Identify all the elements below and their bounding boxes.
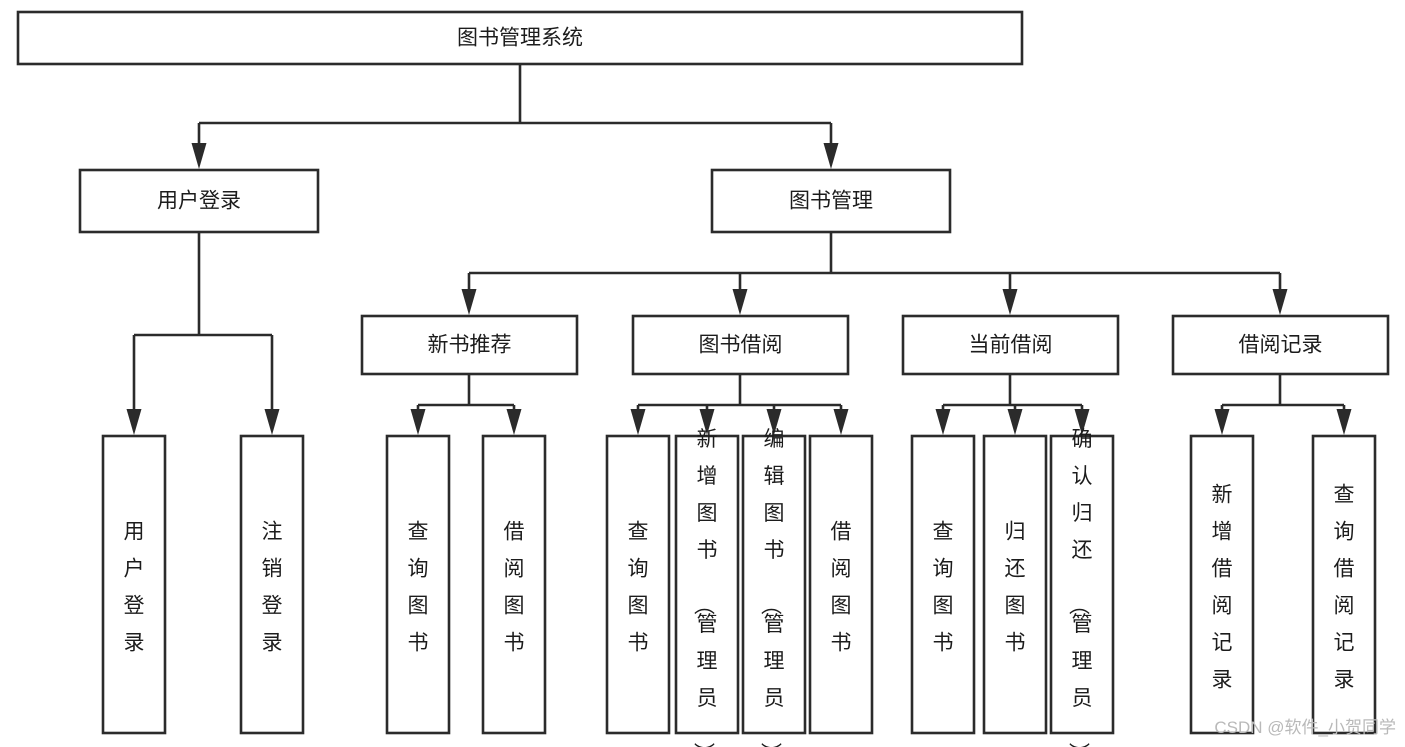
node-box-leaf-query-book-current[interactable] [910,434,976,735]
node-book-borrow[interactable]: 图书借阅 [631,314,850,376]
node-leaf-logout[interactable]: 注销登录 [239,434,305,735]
node-box-root[interactable] [16,10,1024,66]
node-box-leaf-add-book[interactable] [674,434,740,735]
connector-arrow-icon [699,409,715,435]
node-box-current-borrow[interactable] [901,314,1120,376]
node-box-leaf-add-borrow-record[interactable] [1189,434,1255,735]
node-layer: 图书管理系统用户登录图书管理新书推荐图书借阅当前借阅借阅记录用户登录注销登录查询… [16,10,1390,747]
conn-userlogin-split [126,232,280,435]
node-leaf-add-borrow-record[interactable]: 新增借阅记录 [1189,434,1255,735]
node-leaf-borrow-book-recommend[interactable]: 借阅图书 [481,434,547,735]
connector-arrow-icon [630,409,646,435]
node-label-root: 图书管理系统 [457,27,583,50]
connector-arrow-icon [833,409,849,435]
node-box-book-manage[interactable] [710,168,952,234]
node-leaf-confirm-return[interactable]: 确认归还（管理员） [1049,428,1115,747]
node-leaf-query-borrow-record[interactable]: 查询借阅记录 [1311,434,1377,735]
conn-recommend-split [410,374,522,435]
node-label-leaf-query-book-borrow: 查询图书 [628,521,649,655]
node-leaf-borrow-book[interactable]: 借阅图书 [808,434,874,735]
node-label-leaf-edit-book: 编辑图书（管理员） [759,428,785,747]
conn-borrow-split [630,374,849,435]
node-label-leaf-query-book-current: 查询图书 [933,521,954,655]
node-book-manage[interactable]: 图书管理 [710,168,952,234]
connector-arrow-icon [1007,409,1023,435]
node-label-leaf-return-book: 归还图书 [1005,521,1026,655]
node-leaf-edit-book[interactable]: 编辑图书（管理员） [741,428,807,747]
connector-arrow-icon [1336,409,1352,435]
node-label-leaf-borrow-book-recommend: 借阅图书 [504,521,525,655]
node-box-leaf-edit-book[interactable] [741,434,807,735]
node-box-leaf-query-book-borrow[interactable] [605,434,671,735]
connector-arrow-icon [506,409,522,435]
node-label-book-manage: 图书管理 [789,190,873,213]
node-root[interactable]: 图书管理系统 [16,10,1024,66]
node-label-leaf-add-book: 新增图书（管理员） [692,428,718,747]
node-box-user-login[interactable] [78,168,320,234]
node-box-leaf-query-borrow-record[interactable] [1311,434,1377,735]
node-label-leaf-user-login: 用户登录 [124,521,145,655]
conn-record-split [1214,374,1352,435]
node-current-borrow[interactable]: 当前借阅 [901,314,1120,376]
node-label-leaf-borrow-book: 借阅图书 [831,521,852,655]
csdn-watermark: CSDN @软件_小贺同学 [1214,718,1396,737]
connector-arrow-icon [732,289,748,315]
node-box-leaf-logout[interactable] [239,434,305,735]
node-label-new-book-recommend: 新书推荐 [428,334,512,357]
connector-arrow-icon [264,409,280,435]
conn-current-split [935,374,1090,435]
node-leaf-query-book-borrow[interactable]: 查询图书 [605,434,671,735]
connector-arrow-icon [1214,409,1230,435]
connector-arrow-icon [766,409,782,435]
node-label-leaf-add-borrow-record: 新增借阅记录 [1212,484,1233,692]
connector-layer [126,64,1352,435]
node-leaf-query-book-recommend[interactable]: 查询图书 [385,434,451,735]
node-box-book-borrow[interactable] [631,314,850,376]
node-leaf-query-book-current[interactable]: 查询图书 [910,434,976,735]
node-borrow-record[interactable]: 借阅记录 [1171,314,1390,376]
node-new-book-recommend[interactable]: 新书推荐 [360,314,579,376]
conn-root-split [191,64,839,169]
node-box-leaf-borrow-book-recommend[interactable] [481,434,547,735]
connector-arrow-icon [1074,409,1090,435]
node-label-leaf-query-borrow-record: 查询借阅记录 [1334,484,1355,692]
node-leaf-add-book[interactable]: 新增图书（管理员） [674,428,740,747]
node-user-login[interactable]: 用户登录 [78,168,320,234]
conn-bookmanage-split [461,232,1288,315]
connector-arrow-icon [1002,289,1018,315]
connector-arrow-icon [410,409,426,435]
node-leaf-return-book[interactable]: 归还图书 [982,434,1048,735]
node-label-book-borrow: 图书借阅 [699,334,783,357]
node-label-leaf-query-book-recommend: 查询图书 [408,521,429,655]
node-label-borrow-record: 借阅记录 [1239,334,1323,357]
connector-arrow-icon [461,289,477,315]
node-label-leaf-confirm-return: 确认归还（管理员） [1067,428,1093,747]
connector-arrow-icon [126,409,142,435]
node-label-user-login: 用户登录 [157,190,241,213]
node-box-borrow-record[interactable] [1171,314,1390,376]
connector-arrow-icon [191,143,207,169]
node-label-leaf-logout: 注销登录 [262,521,283,655]
node-leaf-user-login[interactable]: 用户登录 [101,434,167,735]
node-label-current-borrow: 当前借阅 [969,334,1053,357]
node-box-leaf-borrow-book[interactable] [808,434,874,735]
connector-arrow-icon [1272,289,1288,315]
node-box-leaf-user-login[interactable] [101,434,167,735]
node-box-new-book-recommend[interactable] [360,314,579,376]
node-box-leaf-confirm-return[interactable] [1049,434,1115,735]
connector-arrow-icon [935,409,951,435]
node-box-leaf-query-book-recommend[interactable] [385,434,451,735]
connector-arrow-icon [823,143,839,169]
node-box-leaf-return-book[interactable] [982,434,1048,735]
